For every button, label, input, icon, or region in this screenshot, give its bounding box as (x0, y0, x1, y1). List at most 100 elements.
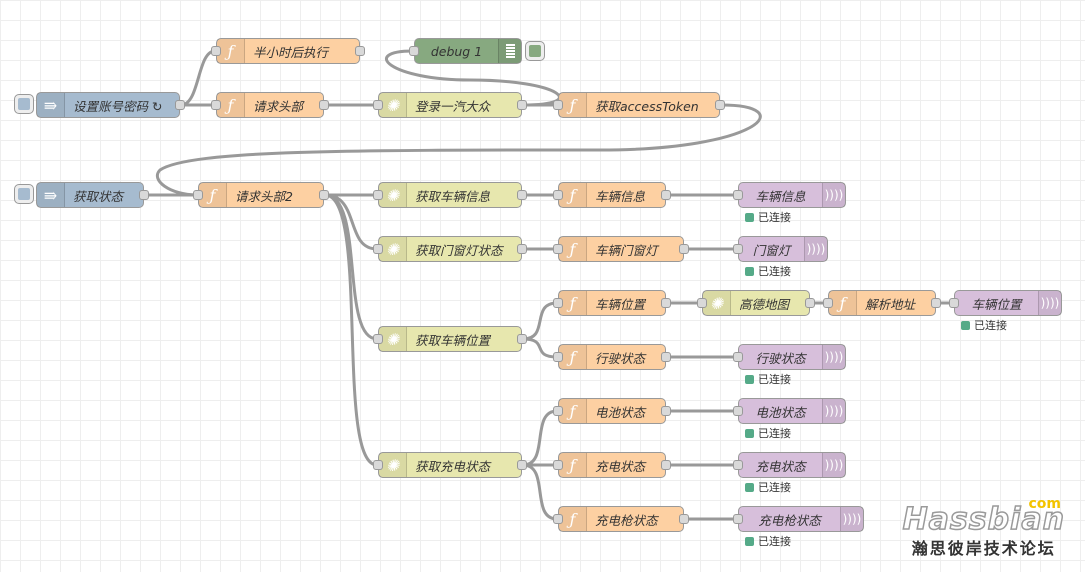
output-port[interactable] (319, 100, 329, 110)
wire[interactable] (522, 463, 558, 521)
node-label: debug 1 (430, 43, 483, 59)
input-port[interactable] (733, 514, 743, 524)
node-status: 已连接 (745, 425, 791, 441)
node-get-charge[interactable]: ✺ 获取充电状态 (373, 452, 527, 478)
node-parse-addr[interactable]: ƒ 解析地址 (823, 290, 941, 316)
input-port[interactable] (373, 334, 383, 344)
node-charge-gun[interactable]: ƒ 充电枪状态 (553, 506, 689, 532)
node-out-driving[interactable]: 行驶状态 )))) (733, 344, 846, 370)
output-port[interactable] (517, 334, 527, 344)
input-port[interactable] (373, 244, 383, 254)
input-port[interactable] (733, 190, 743, 200)
input-port[interactable] (553, 514, 563, 524)
input-port[interactable] (733, 244, 743, 254)
node-get-status[interactable]: ⇛ 获取状态 (36, 182, 149, 208)
function-icon: ƒ (559, 507, 587, 531)
output-port[interactable] (805, 298, 815, 308)
output-port[interactable] (661, 352, 671, 362)
input-port[interactable] (733, 352, 743, 362)
input-port[interactable] (373, 460, 383, 470)
output-port[interactable] (517, 460, 527, 470)
input-port[interactable] (823, 298, 833, 308)
output-port[interactable] (679, 514, 689, 524)
node-charging[interactable]: ƒ 充电状态 (553, 452, 671, 478)
wifi-icon: )))) (822, 399, 845, 423)
node-get-position[interactable]: ✺ 获取车辆位置 (373, 326, 527, 352)
node-half-hour[interactable]: ƒ 半小时后执行 (211, 38, 365, 64)
input-port[interactable] (553, 298, 563, 308)
node-req-header[interactable]: ƒ 请求头部 (211, 92, 329, 118)
node-battery[interactable]: ƒ 电池状态 (553, 398, 671, 424)
node-set-account[interactable]: ⇛ 设置账号密码 ↻ (36, 92, 185, 118)
node-req-header2[interactable]: ƒ 请求头部2 (193, 182, 329, 208)
inject-trigger-button[interactable] (14, 184, 34, 204)
node-out-position[interactable]: 车辆位置 )))) (949, 290, 1062, 316)
input-port[interactable] (733, 460, 743, 470)
output-port[interactable] (139, 190, 149, 200)
input-port[interactable] (211, 46, 221, 56)
status-dot (745, 266, 754, 276)
node-get-token[interactable]: ƒ 获取accessToken (553, 92, 725, 118)
node-status: 已连接 (745, 263, 791, 279)
node-out-charging[interactable]: 充电状态 )))) (733, 452, 846, 478)
input-port[interactable] (373, 100, 383, 110)
output-port[interactable] (931, 298, 941, 308)
output-port[interactable] (355, 46, 365, 56)
input-port[interactable] (733, 406, 743, 416)
output-port[interactable] (517, 190, 527, 200)
input-port[interactable] (697, 298, 707, 308)
output-port[interactable] (319, 190, 329, 200)
output-port[interactable] (661, 406, 671, 416)
node-door[interactable]: ƒ 车辆门窗灯 (553, 236, 689, 262)
input-port[interactable] (193, 190, 203, 200)
input-port[interactable] (211, 100, 221, 110)
node-out-door[interactable]: 门窗灯 )))) (733, 236, 828, 262)
output-port[interactable] (715, 100, 725, 110)
status-text: 已连接 (758, 265, 791, 278)
node-get-door[interactable]: ✺ 获取门窗灯状态 (373, 236, 527, 262)
watermark-com: com (1028, 496, 1061, 512)
output-port[interactable] (679, 244, 689, 254)
output-port[interactable] (661, 298, 671, 308)
output-port[interactable] (661, 190, 671, 200)
node-driving[interactable]: ƒ 行驶状态 (553, 344, 671, 370)
wire[interactable] (324, 193, 378, 251)
output-port[interactable] (517, 244, 527, 254)
input-port[interactable] (553, 100, 563, 110)
node-out-battery[interactable]: 电池状态 )))) (733, 398, 846, 424)
input-port[interactable] (553, 460, 563, 470)
wifi-icon: )))) (822, 183, 845, 207)
input-port[interactable] (553, 190, 563, 200)
output-port[interactable] (661, 460, 671, 470)
node-amap[interactable]: ✺ 高德地图 (697, 290, 815, 316)
wire[interactable] (522, 409, 558, 467)
node-login[interactable]: ✺ 登录一汽大众 (373, 92, 527, 118)
wire[interactable] (522, 301, 558, 341)
node-label: 获取车辆信息 (415, 188, 491, 204)
input-port[interactable] (949, 298, 959, 308)
node-position[interactable]: ƒ 车辆位置 (553, 290, 671, 316)
node-status: 已连接 (745, 533, 791, 549)
node-label: 充电枪状态 (595, 512, 658, 528)
debug-toggle-button[interactable] (525, 41, 545, 61)
wire[interactable] (522, 337, 558, 359)
status-dot (745, 428, 754, 438)
inject-trigger-button[interactable] (14, 94, 34, 114)
output-port[interactable] (517, 100, 527, 110)
input-port[interactable] (553, 352, 563, 362)
input-port[interactable] (553, 244, 563, 254)
wire[interactable] (180, 49, 216, 107)
wire[interactable] (324, 193, 378, 467)
input-port[interactable] (409, 46, 419, 56)
function-icon: ƒ (559, 93, 587, 117)
node-debug1[interactable]: debug 1 (409, 38, 522, 64)
node-get-vehicle-info[interactable]: ✺ 获取车辆信息 (373, 182, 527, 208)
input-port[interactable] (373, 190, 383, 200)
node-out-charge-gun[interactable]: 充电枪状态 )))) (733, 506, 864, 532)
node-vehicle-info[interactable]: ƒ 车辆信息 (553, 182, 671, 208)
wire[interactable] (324, 193, 378, 341)
output-port[interactable] (175, 100, 185, 110)
node-out-vehicle-info[interactable]: 车辆信息 )))) (733, 182, 846, 208)
input-port[interactable] (553, 406, 563, 416)
